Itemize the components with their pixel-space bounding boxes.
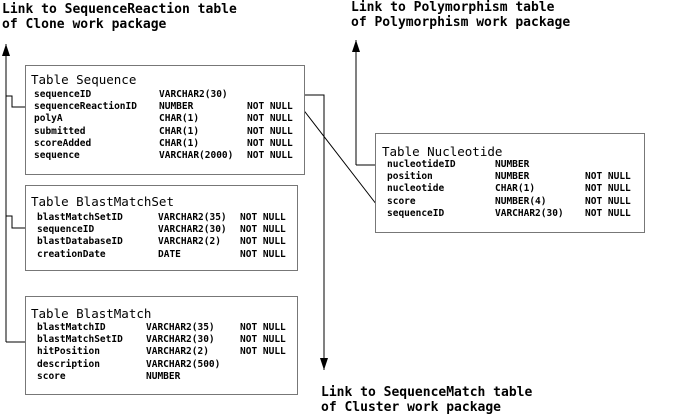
table-sequence-title: Table Sequence xyxy=(31,72,137,87)
column-name: nucleotideID xyxy=(387,159,456,170)
column-name: description xyxy=(37,358,100,370)
column-null: NOT NULL xyxy=(247,125,293,137)
column-name: position xyxy=(387,171,433,183)
table-row: description VARCHAR2(500) xyxy=(37,359,297,371)
column-type: VARCHAR2(2) xyxy=(146,346,209,358)
table-row: creationDate DATE NOT NULL xyxy=(37,249,297,261)
table-row: submitted CHAR(1) NOT NULL xyxy=(34,126,294,138)
column-name: creationDate xyxy=(37,248,106,260)
table-blastmatchset-title: Table BlastMatchSet xyxy=(31,194,174,209)
column-name: score xyxy=(37,370,66,382)
link-label-line2: of Polymorphism work package xyxy=(351,15,571,30)
column-type: NUMBER xyxy=(495,159,530,170)
column-type: NUMBER(4) xyxy=(495,195,547,207)
table-sequence-box xyxy=(25,65,305,175)
table-row: nucleotide CHAR(1) NOT NULL xyxy=(387,183,647,195)
arrow-to-sequence-reaction xyxy=(2,44,34,343)
link-label-line2: of Cluster work package xyxy=(321,400,502,415)
column-name: sequenceID xyxy=(37,224,95,236)
column-type: VARCHAR(2000) xyxy=(159,150,234,161)
table-row: blastDatabaseID VARCHAR2(2) NOT NULL xyxy=(37,236,297,248)
column-type: VARCHAR2(30) xyxy=(495,207,564,219)
column-null: NOT NULL xyxy=(585,195,631,207)
column-name: sequenceID xyxy=(34,89,92,100)
column-name: score xyxy=(387,195,416,207)
column-name: blastMatchID xyxy=(37,322,106,333)
column-name: sequenceReactionID xyxy=(34,101,137,113)
table-row: sequenceID VARCHAR2(30) xyxy=(34,89,294,101)
column-type: VARCHAR2(2) xyxy=(158,236,221,248)
table-blastmatchset-box xyxy=(25,185,298,271)
table-row: blastMatchSetID VARCHAR2(35) NOT NULL xyxy=(37,212,297,224)
column-name: blastMatchSetID xyxy=(37,212,123,223)
table-row: sequenceReactionID NUMBER NOT NULL xyxy=(34,101,294,113)
column-type: VARCHAR2(35) xyxy=(158,212,227,223)
link-label-line1: Link to SequenceReaction table xyxy=(2,2,237,17)
column-type: VARCHAR2(35) xyxy=(146,322,215,333)
column-name: blastDatabaseID xyxy=(37,236,123,248)
table-row: polyA CHAR(1) NOT NULL xyxy=(34,113,294,125)
column-name: submitted xyxy=(34,125,86,137)
column-null: NOT NULL xyxy=(240,248,286,260)
column-type: NUMBER xyxy=(146,370,181,382)
arrow-to-sequence-match xyxy=(300,94,328,370)
column-type: CHAR(1) xyxy=(159,137,200,149)
column-type: NUMBER xyxy=(159,101,194,113)
link-label-line1: Link to Polymorphism table xyxy=(351,0,555,15)
column-type: DATE xyxy=(158,248,181,260)
column-type: VARCHAR2(30) xyxy=(146,334,215,346)
column-name: nucleotide xyxy=(387,183,445,195)
link-label-polymorphism: Link to Polymorphism table of Polymorphi… xyxy=(351,0,570,30)
column-null: NOT NULL xyxy=(585,207,631,219)
table-row: nucleotideID NUMBER xyxy=(387,159,647,171)
column-type: VARCHAR2(30) xyxy=(159,89,228,100)
column-null: NOT NULL xyxy=(247,137,293,149)
column-name: polyA xyxy=(34,113,63,125)
table-row: sequenceID VARCHAR2(30) NOT NULL xyxy=(387,208,647,220)
column-name: hitPosition xyxy=(37,346,100,358)
column-name: sequenceID xyxy=(387,207,445,219)
column-name: blastMatchSetID xyxy=(37,334,123,346)
column-type: VARCHAR2(500) xyxy=(146,358,221,370)
table-nucleotide-title: Table Nucleotide xyxy=(382,144,503,159)
column-null: NOT NULL xyxy=(247,150,293,161)
table-row: scoreAdded CHAR(1) NOT NULL xyxy=(34,138,294,150)
link-label-sequence-match: Link to SequenceMatch table of Cluster w… xyxy=(321,385,532,415)
column-null: NOT NULL xyxy=(240,212,286,223)
column-null: NOT NULL xyxy=(240,224,286,236)
table-blastmatch-box xyxy=(25,296,298,395)
relation-sequence-nucleotide xyxy=(297,107,381,210)
column-null: NOT NULL xyxy=(247,101,293,113)
link-label-line1: Link to SequenceMatch table xyxy=(321,385,533,400)
table-row: score NUMBER(4) NOT NULL xyxy=(387,196,647,208)
column-name: sequence xyxy=(34,150,80,161)
table-row: sequence VARCHAR(2000) NOT NULL xyxy=(34,150,294,162)
column-type: NUMBER xyxy=(495,171,530,183)
table-row: position NUMBER NOT NULL xyxy=(387,171,647,183)
column-name: scoreAdded xyxy=(34,137,92,149)
table-row: blastMatchSetID VARCHAR2(30) NOT NULL xyxy=(37,334,297,346)
table-row: score NUMBER xyxy=(37,371,297,383)
column-null: NOT NULL xyxy=(240,322,286,333)
table-row: sequenceID VARCHAR2(30) NOT NULL xyxy=(37,224,297,236)
column-type: VARCHAR2(30) xyxy=(158,224,227,236)
column-null: NOT NULL xyxy=(240,236,286,248)
table-blastmatch-title: Table BlastMatch xyxy=(31,306,152,321)
link-label-sequence-reaction: Link to SequenceReaction table of Clone … xyxy=(2,2,237,32)
column-type: CHAR(1) xyxy=(159,125,200,137)
table-row: blastMatchID VARCHAR2(35) NOT NULL xyxy=(37,322,297,334)
table-row: hitPosition VARCHAR2(2) NOT NULL xyxy=(37,346,297,358)
column-null: NOT NULL xyxy=(240,346,286,358)
link-label-line2: of Clone work package xyxy=(2,17,167,32)
column-null: NOT NULL xyxy=(585,183,631,195)
column-type: CHAR(1) xyxy=(495,183,536,195)
table-nucleotide-box xyxy=(375,133,645,233)
column-null: NOT NULL xyxy=(585,171,631,183)
column-null: NOT NULL xyxy=(247,113,293,125)
column-null: NOT NULL xyxy=(240,334,286,346)
column-type: CHAR(1) xyxy=(159,113,200,125)
